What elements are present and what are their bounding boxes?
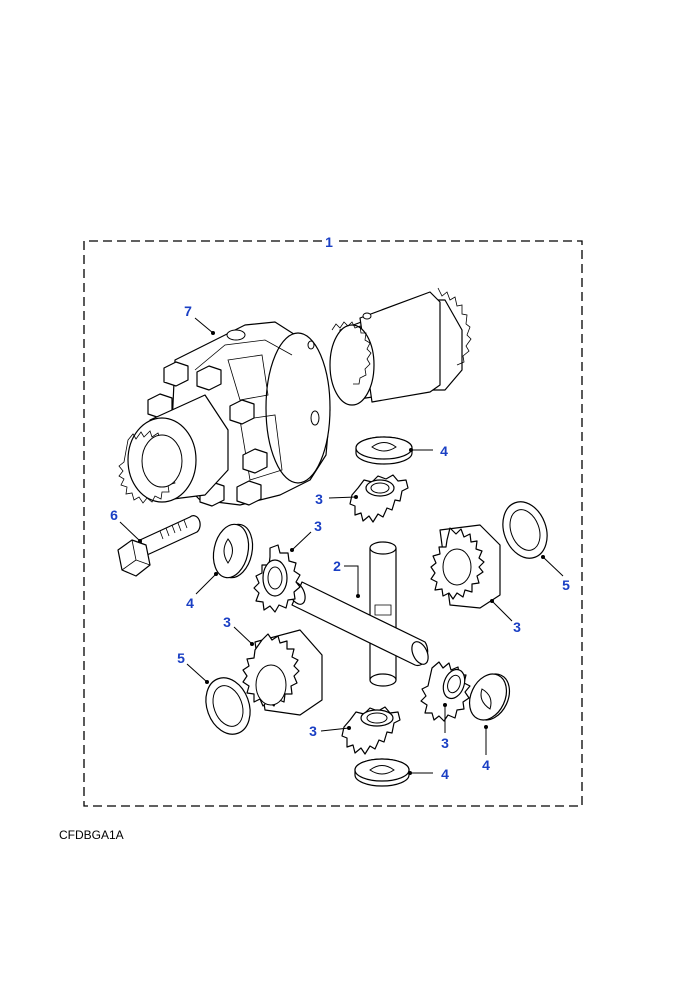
diagram-reference-code: CFDBGA1A	[59, 828, 124, 842]
callout-cross-shaft: 2	[333, 558, 341, 574]
washer-center-top	[355, 436, 413, 465]
callout-housing: 7	[184, 303, 192, 319]
callout-gear-center-top: 3	[315, 491, 323, 507]
callout-washer-left: 4	[186, 595, 194, 611]
callout-thrust-washer-left: 5	[177, 650, 185, 666]
leader-lines	[119, 317, 564, 775]
housing-output-shaft	[329, 287, 472, 406]
callout-thrust-washer-right: 5	[562, 577, 570, 593]
callout-washer-center-top: 4	[440, 443, 448, 459]
gear-right-pinion	[420, 661, 471, 722]
callout-assembly: 1	[325, 234, 333, 250]
callout-gear-center-bottom: 3	[309, 723, 317, 739]
cross-shaft	[288, 541, 429, 687]
washer-left	[212, 523, 254, 579]
housing-bolt-heads	[147, 361, 268, 507]
gear-right-side	[430, 524, 501, 609]
differential-housing	[118, 287, 472, 507]
gear-left-pinion	[253, 544, 301, 613]
bolt	[117, 515, 201, 577]
callout-washer-right: 4	[482, 757, 490, 773]
housing-spline-hub	[118, 394, 229, 504]
callout-gear-right-side: 3	[513, 619, 521, 635]
callout-gear-right-pinion: 3	[441, 735, 449, 751]
thrust-washer-right	[502, 501, 548, 559]
washer-right	[468, 673, 511, 721]
kit-boundary-frame	[83, 240, 583, 807]
callout-gear-left-side: 3	[223, 614, 231, 630]
thrust-washer-left	[205, 677, 251, 735]
washer-center-bottom	[354, 758, 410, 787]
callout-gear-left-pinion: 3	[314, 518, 322, 534]
callout-washer-center-bottom: 4	[441, 766, 449, 782]
gear-center-bottom	[341, 706, 401, 755]
callout-labels: 1 7 4 3 3 6 2 4 5 3 3 5 3 3 4 4	[110, 234, 570, 782]
callout-bolt: 6	[110, 507, 118, 523]
gear-center-top	[349, 474, 409, 523]
gear-left-side	[242, 629, 323, 716]
